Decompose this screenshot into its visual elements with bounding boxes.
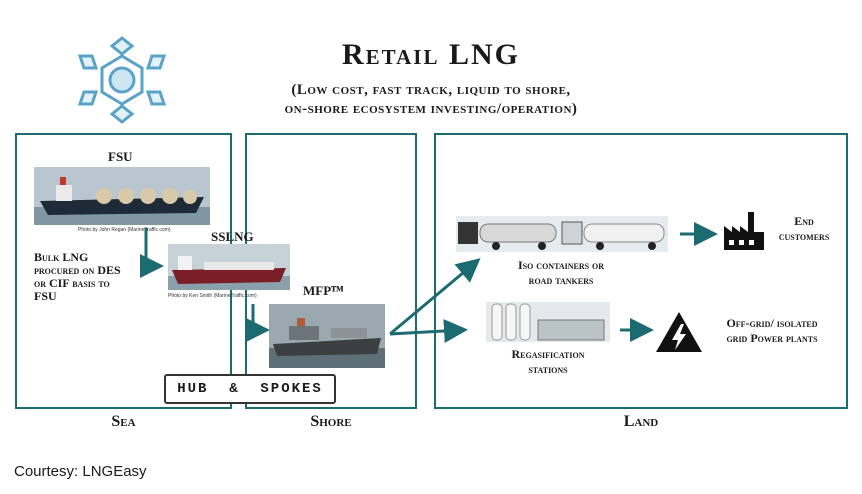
fsu-ship-image [34, 167, 210, 225]
subtitle-line-2: on-shore ecosystem investing/operation) [284, 101, 578, 117]
zone-label-sea: Sea [111, 413, 136, 430]
regasification-image [486, 302, 610, 342]
page-title: Retail LNG [342, 38, 520, 71]
end-customers-label: End customers [764, 214, 844, 244]
arrow-sslng-to-mfp [246, 304, 270, 342]
iso-containers-label: Iso containers or road tankers [486, 258, 636, 288]
iso-line-2: road tankers [528, 273, 594, 287]
bulk-lng-line-1: Bulk LNG [34, 250, 89, 264]
factory-icon [724, 212, 764, 250]
mfp-label: MFPᵀᴹ [303, 283, 344, 298]
zone-label-land: Land [623, 413, 659, 430]
power-line-2: grid Power plants [726, 331, 818, 345]
regas-line-2: stations [528, 362, 568, 376]
fsu-label: FSU [108, 149, 133, 164]
subtitle-line-1: (Low cost, fast track, liquid to shore, [291, 82, 571, 98]
sslng-label: SSLNG [211, 229, 254, 244]
sslng-photo-credit: Photo by Ken Smith (MarineTraffic.com) [168, 293, 257, 299]
power-plants-label: Off-grid/ isolated grid Power plants [704, 316, 840, 346]
courtesy-text: Courtesy: LNGEasy [14, 463, 147, 480]
arrow-mfp-to-trucks [389, 258, 481, 336]
bulk-lng-line-4: FSU [34, 289, 57, 303]
end-customers-line-2: customers [778, 229, 830, 243]
power-line-1: Off-grid/ isolated [726, 316, 818, 330]
iso-trucks-image [456, 216, 668, 252]
hub-and-spokes-box: HUB & SPOKES [164, 374, 336, 404]
regas-line-1: Regasification [511, 347, 585, 361]
arrow-fsu-to-sslng [140, 228, 164, 278]
sslng-ship-image [168, 244, 290, 290]
zone-label-shore: Shore [310, 413, 352, 430]
snowflake-icon [77, 36, 167, 124]
bulk-lng-line-2: procured on DES [34, 263, 121, 277]
arrow-mfp-to-regas [389, 319, 468, 343]
land-panel [434, 133, 848, 409]
bulk-lng-line-3: or CIF basis to [34, 276, 110, 290]
lightning-warning-icon [656, 312, 702, 352]
fsu-photo-credit: Photo by John Regan (MarineTraffic.com) [78, 227, 171, 233]
bulk-lng-text: Bulk LNG procured on DES or CIF basis to… [34, 251, 121, 303]
regasification-label: Regasification stations [478, 347, 618, 377]
iso-line-1: Iso containers or [517, 258, 605, 272]
mfp-barge-image [269, 304, 385, 368]
end-customers-line-1: End [794, 214, 814, 228]
